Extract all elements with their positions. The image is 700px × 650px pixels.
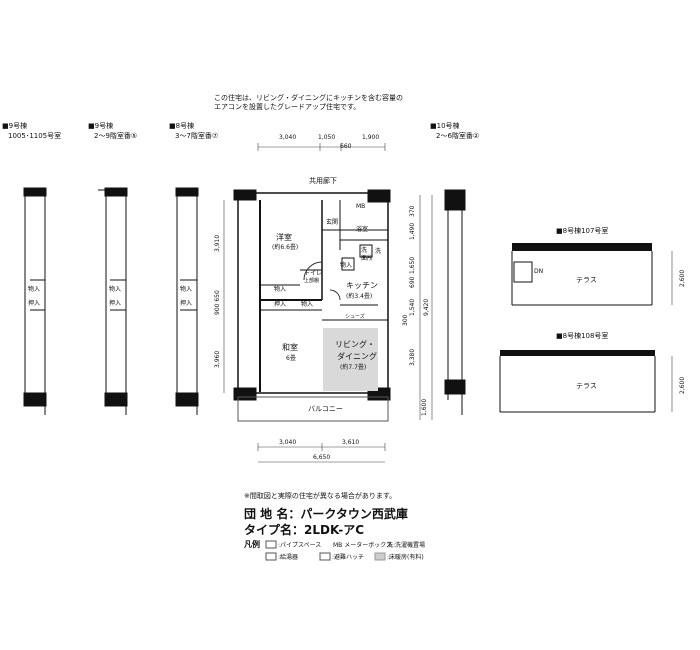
unit-108-plan xyxy=(499,350,673,413)
strip-monoire: 物入 xyxy=(180,286,193,293)
room-kitchen: キッチン xyxy=(346,281,378,290)
top-dim-sub: 660 xyxy=(340,143,352,150)
variant-label: ■9号棟 xyxy=(88,122,114,130)
legend-hatch: :避難ハッチ xyxy=(332,554,365,561)
unit-108-dim: 2,600 xyxy=(679,376,686,394)
right-dim: 1,540 xyxy=(409,298,416,316)
unit-107-plan xyxy=(511,243,673,306)
top-dim-3: 1,900 xyxy=(362,134,380,141)
mb-label: MB xyxy=(356,203,366,210)
left-dim-3: 3,960 xyxy=(214,350,221,368)
right-total-dim: 9,420 xyxy=(423,298,430,316)
right-dim: 370 xyxy=(409,205,416,217)
room-senmen-1: 洗 xyxy=(361,247,368,254)
top-dim-1: 3,040 xyxy=(279,134,297,141)
legend-floor: :床暖房(有料) xyxy=(387,554,424,561)
right-dim: 690 xyxy=(409,276,416,288)
bottom-dim-1: 3,040 xyxy=(279,439,297,446)
room-yoshitsu: 洋室 xyxy=(276,233,292,242)
strip-oshiire: 押入 xyxy=(109,300,122,307)
room-living-2: ダイニング xyxy=(337,352,377,361)
top-dim-2: 1,050 xyxy=(318,134,336,141)
legend-title: 凡例 xyxy=(244,540,260,549)
room-yoshitsu-size: (約6.6畳) xyxy=(272,244,299,251)
legend-pipe: :パイプスペース xyxy=(278,542,322,549)
variant-strip-1 xyxy=(23,187,47,415)
room-washitsu: 和室 xyxy=(282,343,298,352)
strip-monoire: 物入 xyxy=(28,286,41,293)
right-dim: 1,650 xyxy=(409,256,416,274)
terrace-107: テラス xyxy=(576,276,597,284)
room-genkan: 玄関 xyxy=(326,219,339,226)
notice-line-2: エアコンを設置したグレードアップ住宅です。 xyxy=(214,103,361,111)
variant-label: ■10号棟 xyxy=(430,122,460,130)
legend-mb: MB メーターボックス xyxy=(333,542,393,549)
variant-strip-2 xyxy=(98,187,128,415)
strip-oshiire: 押入 xyxy=(28,300,41,307)
right-dim: 1,490 xyxy=(409,222,416,240)
notice-line-1: この住宅は、リビング・ダイニングにキッチンを含む容量の xyxy=(214,94,403,102)
room-oshiire: 押入 xyxy=(274,301,287,308)
variant-sub: 3～7階室番⑦ xyxy=(175,132,219,140)
right-dim: 300 xyxy=(402,314,409,326)
unit-107-dim: 2,600 xyxy=(679,269,686,287)
footnote: ※間取図と実際の住宅が異なる場合があります。 xyxy=(244,492,397,500)
main-plan xyxy=(233,189,391,422)
variant-sub: 2～6階室番② xyxy=(436,132,480,140)
complex-name: 団 地 名：パークタウン西武庫 xyxy=(244,507,408,521)
variant-sub: 2～9階室番⑤ xyxy=(94,132,138,140)
room-kitchen-size: (約3.4畳) xyxy=(346,293,373,300)
unit-107-label: ■8号棟107号室 xyxy=(556,227,609,235)
right-dim: 1,600 xyxy=(421,398,428,416)
strip-oshiire: 押入 xyxy=(180,300,193,307)
room-washitsu-size: 6畳 xyxy=(286,355,296,362)
room-monoire-small: 物入 xyxy=(340,262,353,269)
room-toilet: トイレ xyxy=(304,270,323,277)
strip-monoire: 物入 xyxy=(109,286,122,293)
room-senmen-2: 面所 xyxy=(361,255,374,262)
room-yokushitsu: 浴室 xyxy=(356,226,369,233)
dn-label: DN xyxy=(534,268,544,275)
room-living-size: (約7.7畳) xyxy=(340,364,367,371)
room-living-1: リビング・ xyxy=(335,340,375,349)
variant-sub: 1005･1105号室 xyxy=(8,132,62,140)
room-monoire-2: 物入 xyxy=(301,301,314,308)
legend-heater: :給湯器 xyxy=(278,554,299,561)
wash-label: 洗 xyxy=(375,248,382,255)
shoes-label: シューズ xyxy=(345,314,365,320)
room-toilet-sub: 上部棚 xyxy=(304,278,320,284)
right-dim: 3,380 xyxy=(409,348,416,366)
variant-strip-4 xyxy=(444,189,466,415)
room-monoire: 物入 xyxy=(274,286,287,293)
left-dim-1: 3,910 xyxy=(214,234,221,252)
variant-label: ■9号棟 xyxy=(2,122,28,130)
unit-108-label: ■8号棟108号室 xyxy=(556,332,609,340)
bottom-total-dim: 6,650 xyxy=(313,454,331,461)
balcony-label: バルコニー xyxy=(308,405,343,413)
type-name: タイプ名：2LDK-アC xyxy=(244,523,365,537)
corridor-label: 共用廊下 xyxy=(309,177,337,185)
terrace-108: テラス xyxy=(576,382,597,390)
legend-wash: 洗:洗濯機置場 xyxy=(387,542,426,549)
bottom-dim-2: 3,610 xyxy=(342,439,360,446)
left-dim-2: 900 650 xyxy=(214,290,221,315)
variant-strip-3 xyxy=(175,187,199,415)
variant-label: ■8号棟 xyxy=(169,122,195,130)
